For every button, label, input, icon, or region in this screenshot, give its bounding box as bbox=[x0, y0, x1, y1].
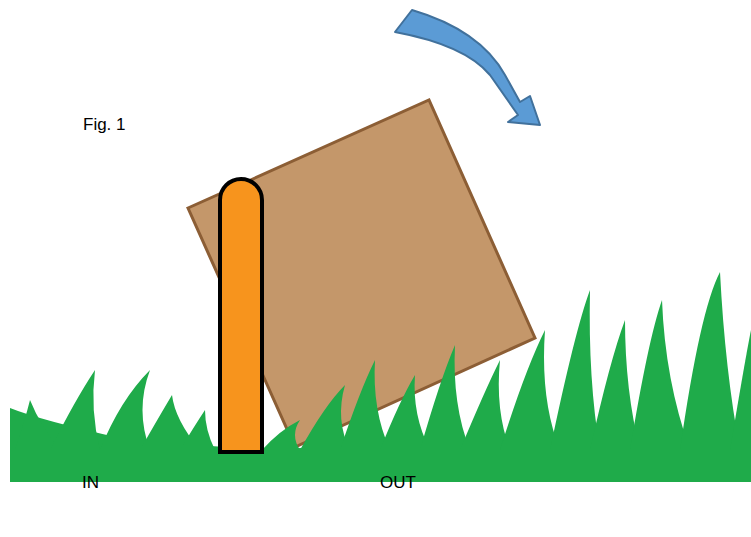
figure-label: Fig. 1 bbox=[83, 115, 126, 135]
rotation-arrow bbox=[395, 10, 540, 125]
post bbox=[220, 179, 262, 452]
side-label: OUT bbox=[380, 473, 416, 493]
grass bbox=[10, 272, 751, 482]
side-label: IN bbox=[82, 473, 99, 493]
